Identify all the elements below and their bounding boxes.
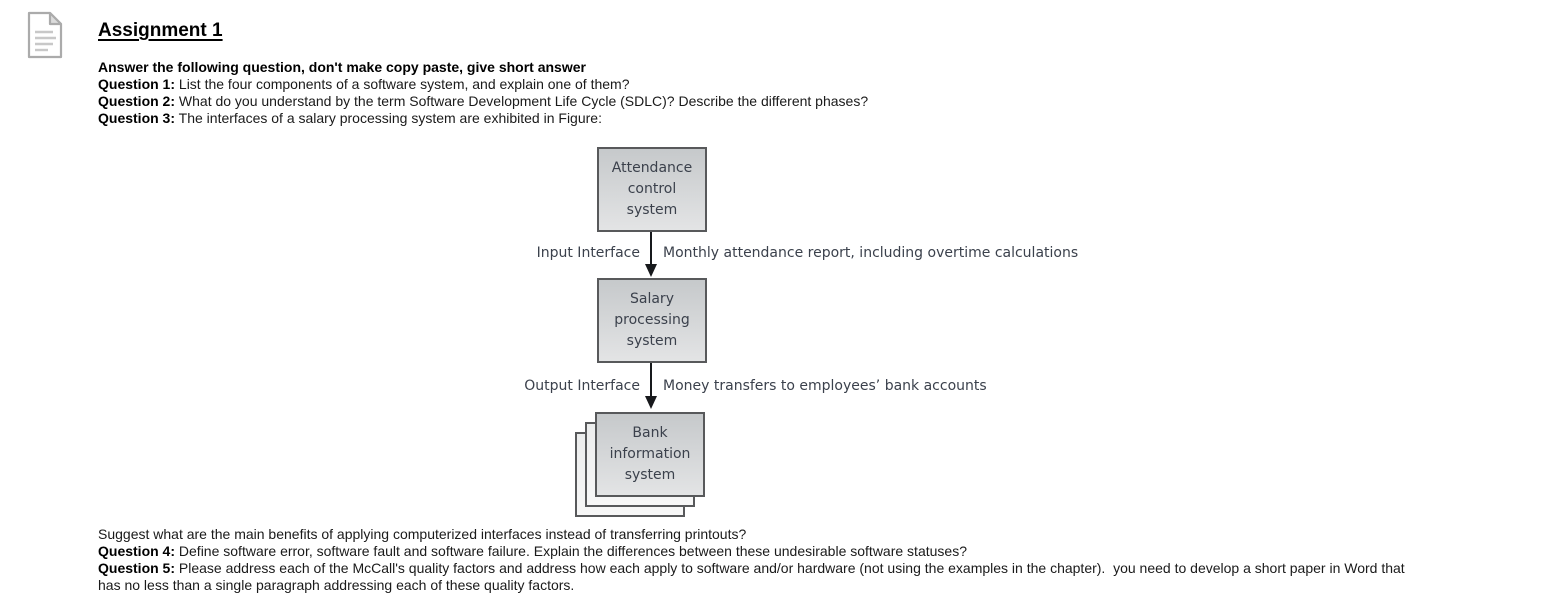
- input-arrow-head-icon: [645, 264, 657, 277]
- input-interface-label: Input Interface: [536, 245, 640, 261]
- question-1: Question 1: List the four components of …: [98, 76, 868, 93]
- question-2-text: What do you understand by the term Softw…: [178, 93, 869, 109]
- question-3-text: The interfaces of a salary processing sy…: [178, 110, 602, 126]
- question-1-text: List the four components of a software s…: [178, 76, 630, 92]
- question-2-label: Question 2:: [98, 93, 176, 109]
- salary-processing-system-box: Salary processing system: [597, 278, 707, 363]
- question-5-text-line1: Please address each of the McCall's qual…: [178, 560, 1405, 576]
- question-5-continued: has no less than a single paragraph addr…: [98, 577, 575, 593]
- document-icon[interactable]: [26, 11, 64, 59]
- output-arrow-description: Money transfers to employees’ bank accou…: [663, 378, 987, 394]
- attendance-control-system-box: Attendance control system: [597, 147, 707, 232]
- question-5: Question 5: Please address each of the M…: [98, 560, 1405, 577]
- suggest-line: Suggest what are the main benefits of ap…: [98, 526, 747, 542]
- document-page-icon: [27, 11, 63, 59]
- assignment-questions-bottom: Suggest what are the main benefits of ap…: [98, 526, 1405, 594]
- assignment-instructions: Answer the following question, don't mak…: [98, 59, 868, 127]
- input-arrow-description: Monthly attendance report, including ove…: [663, 245, 1079, 261]
- page-title: Assignment 1: [98, 20, 223, 41]
- question-2: Question 2: What do you understand by th…: [98, 93, 868, 110]
- question-1-label: Question 1:: [98, 76, 176, 92]
- question-4-text: Define software error, software fault an…: [178, 543, 967, 559]
- output-arrow-line: [650, 363, 652, 399]
- output-interface-label: Output Interface: [524, 378, 640, 394]
- bank-information-system-box: Bank information system: [595, 412, 705, 497]
- question-4: Question 4: Define software error, softw…: [98, 543, 1405, 560]
- input-arrow-line: [650, 232, 652, 266]
- question-3-label: Question 3:: [98, 110, 176, 126]
- question-3: Question 3: The interfaces of a salary p…: [98, 110, 868, 127]
- question-5-label: Question 5:: [98, 560, 176, 576]
- output-arrow-head-icon: [645, 396, 657, 409]
- question-4-label: Question 4:: [98, 543, 176, 559]
- intro-line: Answer the following question, don't mak…: [98, 59, 586, 75]
